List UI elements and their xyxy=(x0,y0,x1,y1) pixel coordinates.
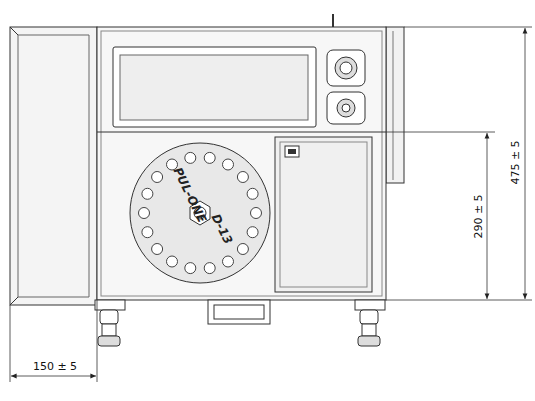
dimension-label: 290 ± 5 xyxy=(473,193,484,239)
dimension-label: 150 ± 5 xyxy=(32,361,78,372)
dimension-label: 475 ± 5 xyxy=(510,139,521,185)
brand-text: PUL-ONE xyxy=(172,166,209,225)
dial-plate: PUL-ONED-13 xyxy=(130,143,270,283)
brand-text: D-13 xyxy=(210,212,235,246)
